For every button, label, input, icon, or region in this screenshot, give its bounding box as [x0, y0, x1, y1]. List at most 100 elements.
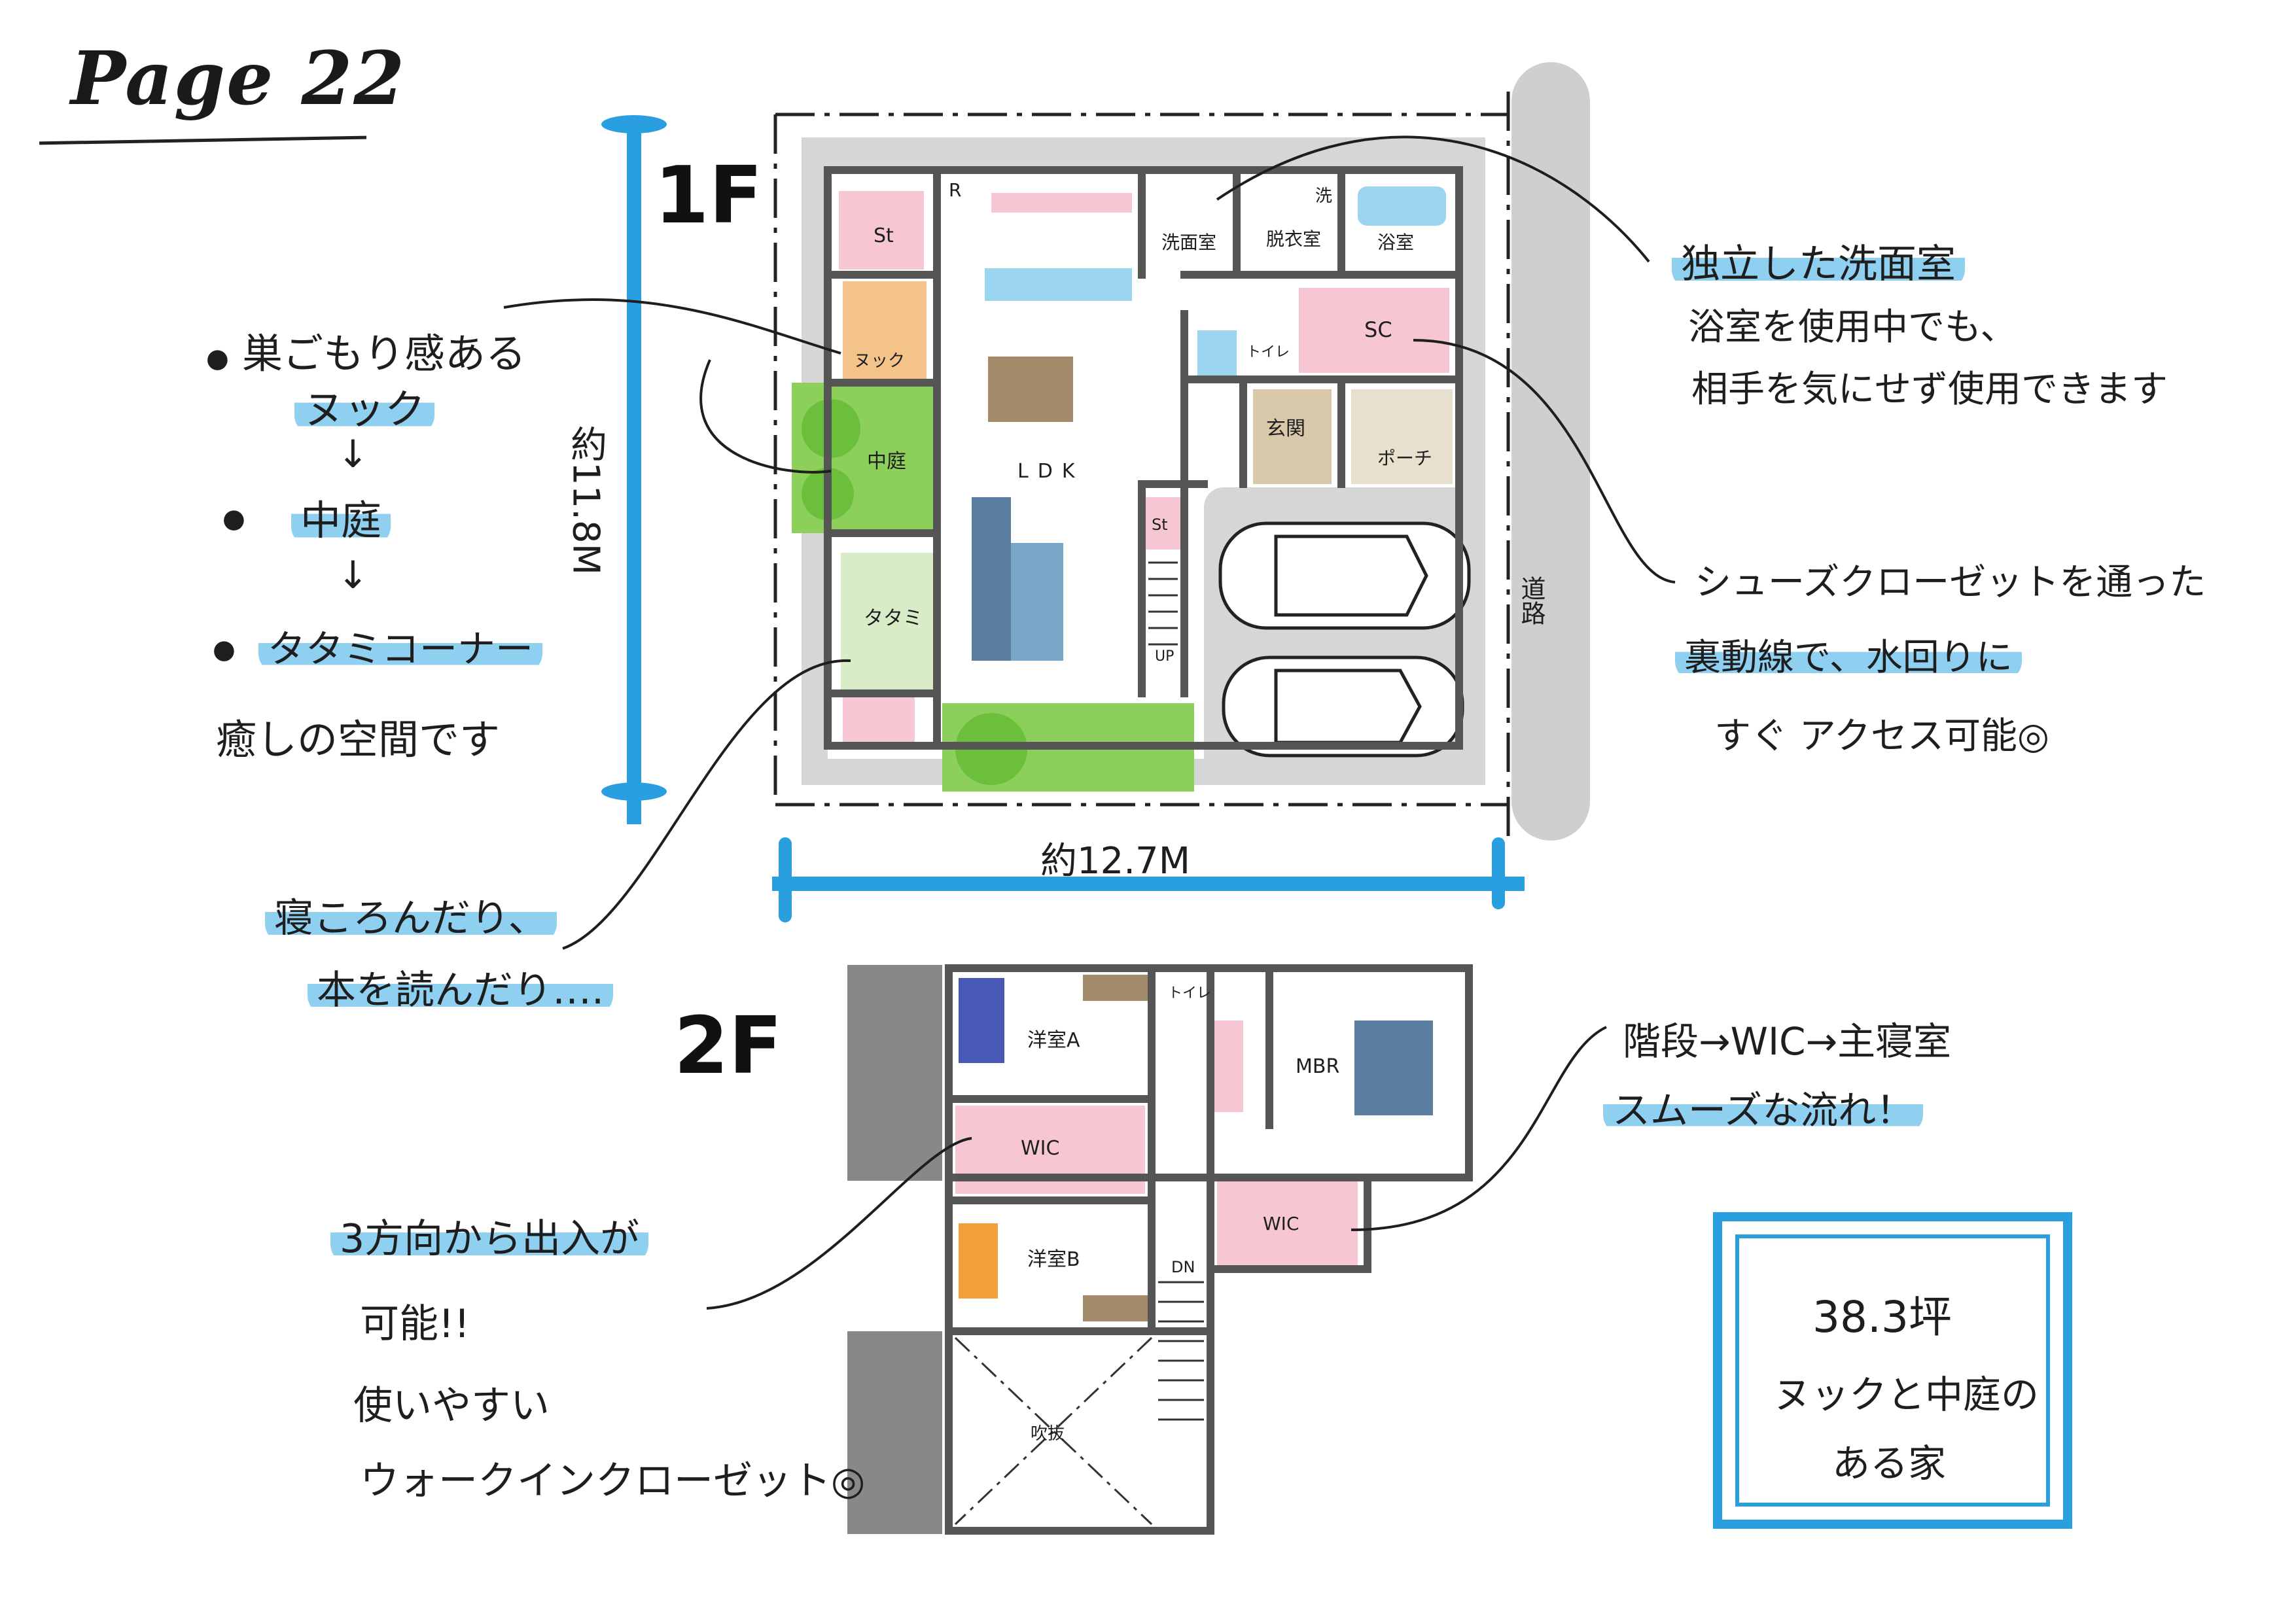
- floor-label-2f: 2F: [674, 1001, 783, 1092]
- porch-fill: [1351, 389, 1453, 484]
- label-wic-right: WIC: [1263, 1213, 1299, 1234]
- mbr-closet-fill: [1210, 1021, 1243, 1112]
- toilet-fill: [1197, 330, 1237, 376]
- label-bedroom-a: 洋室A: [1027, 1029, 1080, 1052]
- nook-fill: [843, 281, 927, 379]
- entrance-fill: [1253, 389, 1332, 484]
- dining-table: [988, 357, 1073, 422]
- rug: [1011, 543, 1063, 661]
- label-refrigerator: R: [949, 179, 961, 201]
- storage-top-fill: [839, 191, 924, 270]
- sofa: [972, 497, 1011, 661]
- note-smooth-flow: スムーズな流れ！: [1603, 1079, 1924, 1134]
- label-courtyard: 中庭: [867, 450, 906, 473]
- label-washroom: 洗面室: [1161, 232, 1216, 253]
- kitchen-fill: [991, 193, 1132, 213]
- note-easy-use: 使いやすい: [353, 1383, 550, 1429]
- desk-b: [1083, 1295, 1148, 1321]
- note-arrow-2: ↓: [337, 553, 369, 597]
- note-lying-down: 寝ころんだり、: [265, 886, 557, 943]
- stairs-1f: [1148, 561, 1178, 646]
- label-road: 道路: [1517, 576, 1545, 625]
- label-porch: ポーチ: [1377, 447, 1432, 469]
- note-walk-in-closet: ウォークインクローゼット◎: [360, 1458, 866, 1504]
- width-dimension-label: 約12.7M: [1040, 840, 1190, 882]
- summary-box-outer: [1713, 1212, 2072, 1529]
- note-three-ways: 3方向から出入が: [330, 1207, 649, 1264]
- site-boundary-1f: [773, 92, 1510, 837]
- page-title: Page 22: [71, 36, 406, 122]
- width-bar-cap-right: [1492, 837, 1505, 909]
- leader-lines: [503, 135, 1676, 1310]
- width-dimension-bar: [772, 877, 1525, 891]
- label-shoe-closet: SC: [1364, 317, 1392, 342]
- note-reading: 本を読んだり….: [308, 958, 614, 1015]
- label-storage-top: St: [874, 224, 894, 247]
- note-healing: 癒しの空間です: [216, 716, 501, 763]
- label-void: 吹抜: [1031, 1424, 1065, 1444]
- bed-b: [959, 1223, 998, 1299]
- summary-box-inner: [1735, 1234, 2050, 1507]
- note-stair-flow: 階段→WIC→主寝室: [1623, 1019, 1952, 1064]
- label-laundry: 洗: [1315, 186, 1332, 206]
- note-without-worry: 相手を気にせず使用できます: [1691, 368, 2168, 411]
- summary-line1: ヌックと中庭の: [1773, 1372, 2040, 1417]
- stairs-2f: [1158, 1281, 1204, 1421]
- note-bullet-1: ●: [206, 343, 229, 374]
- note-bullet-2: ●: [222, 504, 245, 534]
- note-arrow-1: ↓: [337, 432, 369, 476]
- summary-area: 38.3坪: [1812, 1292, 1952, 1342]
- note-back-route: 裏動線で、水回りに: [1675, 628, 2022, 681]
- note-through-shoe-closet: シューズクローゼットを通った: [1695, 561, 2206, 604]
- walls-2f: [945, 964, 1473, 1535]
- note-bullet-3: ●: [213, 635, 236, 665]
- label-tatami: タタミ: [864, 607, 923, 630]
- note-quick-access: すぐ アクセス可能◎: [1714, 715, 2049, 758]
- note-possible: 可能!!: [360, 1301, 470, 1347]
- note-tatami: タタミコーナー: [258, 618, 543, 673]
- bed-a: [959, 978, 1004, 1063]
- width-bar-cap-left: [779, 837, 792, 922]
- void-x: [954, 1336, 1153, 1526]
- label-ldk: LDK: [1017, 460, 1084, 483]
- label-nook: ヌック: [854, 351, 905, 371]
- depth-bar-cap-top: [601, 115, 667, 133]
- note-courtyard: 中庭: [291, 487, 391, 546]
- sc-fill: [1299, 288, 1449, 373]
- label-dressing-room: 脱衣室: [1266, 228, 1321, 250]
- tatami-fill: [841, 553, 936, 690]
- storage-small-fill: [843, 697, 915, 742]
- floor-label-1f: 1F: [654, 150, 763, 241]
- road-strip: [1511, 62, 1590, 841]
- depth-dimension-label: 約11.8M: [565, 425, 607, 575]
- note-while-bathing: 浴室を使用中でも、: [1688, 306, 2017, 349]
- summary-line2: ある家: [1832, 1441, 1947, 1486]
- label-entrance: 玄関: [1266, 417, 1305, 440]
- car-2: [1222, 655, 1464, 758]
- label-bedroom-b: 洋室B: [1027, 1248, 1080, 1271]
- label-toilet-1f: トイレ: [1246, 344, 1290, 360]
- label-stair-up: UP: [1155, 648, 1174, 665]
- walls-1f: [824, 166, 1463, 750]
- label-bathroom: 浴室: [1377, 232, 1414, 253]
- roof-left-bottom: [847, 1331, 942, 1534]
- note-independent-washroom: 独立した洗面室: [1672, 232, 1965, 289]
- label-toilet-2f: トイレ: [1168, 985, 1211, 1002]
- master-bed: [1354, 1021, 1433, 1115]
- label-master-bedroom: MBR: [1296, 1055, 1339, 1078]
- depth-bar-cap-bottom: [601, 782, 667, 801]
- label-wic-left: WIC: [1021, 1137, 1059, 1160]
- note-nook-line1: 巣ごもり感ある: [242, 330, 527, 377]
- roof-left-top: [847, 965, 942, 1181]
- depth-dimension-bar: [627, 118, 641, 824]
- note-nook-line2: ヌック: [294, 376, 435, 435]
- car-1: [1218, 521, 1471, 630]
- wic-right-fill: [1217, 1181, 1358, 1266]
- desk-a: [1083, 975, 1148, 1001]
- stair-storage-fill: [1142, 497, 1181, 550]
- label-stair-down: DN: [1171, 1258, 1195, 1276]
- counter-fill: [985, 268, 1132, 301]
- label-storage-stair: St: [1152, 515, 1168, 534]
- bathtub: [1358, 186, 1446, 226]
